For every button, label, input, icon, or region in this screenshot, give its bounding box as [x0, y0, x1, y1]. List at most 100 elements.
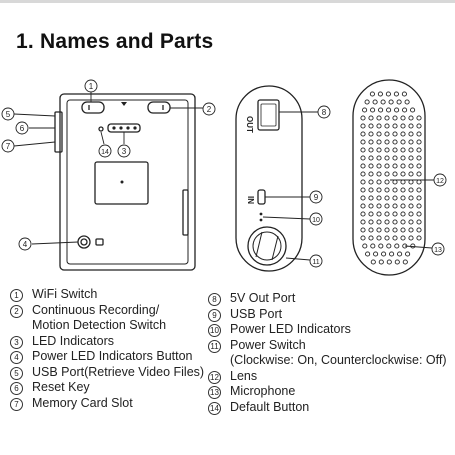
mic-hole	[392, 155, 398, 161]
callout-number: 13	[434, 247, 442, 254]
mic-hole	[386, 107, 392, 113]
mic-hole	[400, 147, 406, 153]
mic-hole	[416, 123, 422, 129]
mic-hole	[392, 139, 398, 145]
mic-hole	[393, 91, 399, 97]
mic-hole	[416, 219, 422, 225]
callout-line	[262, 216, 311, 220]
mic-hole	[368, 203, 374, 209]
mic-hole	[408, 211, 414, 217]
mic-hole	[360, 227, 366, 233]
mic-hole	[360, 171, 366, 177]
mic-hole	[410, 107, 416, 113]
callouts: 1 2 5 6 7 14 3 4 8 9 10 11 12 13	[1, 79, 447, 268]
legend-label: Memory Card Slot	[32, 395, 133, 410]
mic-hole	[402, 107, 408, 113]
mic-hole	[376, 187, 382, 193]
legend-item: 7 Memory Card Slot	[10, 396, 215, 412]
mic-hole	[360, 123, 366, 129]
in-label: IN	[246, 196, 255, 204]
mic-hole	[365, 251, 371, 257]
mic-hole	[384, 115, 390, 121]
legend-number: 5	[10, 366, 23, 380]
mic-hole	[408, 227, 414, 233]
mic-hole	[400, 163, 406, 169]
page-title: 1. Names and Parts	[16, 30, 214, 53]
mic-hole	[400, 123, 406, 129]
callout-number: 14	[101, 149, 109, 156]
mic-hole	[376, 155, 382, 161]
mic-hole	[410, 243, 416, 249]
mic-hole	[362, 243, 368, 249]
mic-hole	[408, 203, 414, 209]
mic-hole	[400, 235, 406, 241]
mic-hole	[400, 195, 406, 201]
legend-number: 8	[208, 293, 221, 306]
mic-hole	[370, 107, 376, 113]
callout-marker-3: 3	[117, 144, 131, 158]
front-inner-body	[66, 99, 189, 265]
legend-item: 8 5V Out Port	[208, 291, 453, 307]
mic-hole	[408, 123, 414, 129]
callout-marker-7: 7	[1, 139, 15, 153]
mic-hole	[416, 179, 422, 185]
mic-hole	[400, 115, 406, 121]
mic-hole	[381, 251, 387, 257]
mic-hole	[368, 131, 374, 137]
callout-marker-10: 10	[309, 212, 323, 226]
callout-marker-9: 9	[309, 190, 323, 204]
mic-hole	[384, 211, 390, 217]
mic-hole	[400, 139, 406, 145]
legend-number: 7	[10, 397, 23, 411]
mic-hole	[376, 131, 382, 137]
mic-hole	[416, 187, 422, 193]
mic-hole	[416, 139, 422, 145]
mic-hole	[392, 211, 398, 217]
callout-line	[285, 257, 311, 261]
legend-label: Continuous Recording/ Motion Detection S…	[32, 302, 167, 333]
mic-hole	[360, 163, 366, 169]
power-switch-ridge	[255, 231, 263, 258]
led-dot	[126, 126, 130, 130]
callout-line	[13, 141, 56, 147]
legend-label: LED Indicators	[32, 333, 114, 348]
mic-hole	[376, 219, 382, 225]
mic-hole	[402, 259, 408, 265]
legend-number: 6	[10, 382, 23, 395]
legend-number: 4	[10, 351, 23, 364]
led-dot	[119, 126, 123, 130]
mic-hole	[377, 91, 383, 97]
mic-hole	[394, 259, 400, 265]
mic-hole	[408, 163, 414, 169]
legend-number: 1	[10, 289, 23, 302]
callout-number: 12	[436, 178, 444, 185]
power-led-marker	[95, 238, 104, 246]
mic-hole	[376, 171, 382, 177]
default-button	[98, 126, 104, 132]
mic-hole	[368, 139, 374, 145]
mic-hole	[400, 155, 406, 161]
mic-hole	[400, 227, 406, 233]
microphone-grille	[360, 91, 422, 265]
callout-marker-6: 6	[15, 121, 29, 135]
mic-hole	[376, 235, 382, 241]
callout-number: 9	[314, 193, 319, 202]
legend-label: Reset Key	[32, 380, 90, 394]
out-label: OUT	[245, 116, 254, 133]
legend-label: 5V Out Port	[230, 291, 296, 305]
usb-port-slot	[54, 111, 63, 153]
mic-hole	[364, 99, 370, 105]
mic-hole	[368, 147, 374, 153]
5v-out-port-inner	[260, 103, 277, 127]
mic-hole	[392, 171, 398, 177]
power-switch-dial	[247, 226, 287, 266]
mic-hole	[360, 219, 366, 225]
mic-hole	[384, 147, 390, 153]
callout-marker-12: 12	[433, 173, 447, 187]
mic-hole	[360, 115, 366, 121]
device-back-view	[352, 79, 426, 276]
callout-marker-4: 4	[18, 237, 32, 251]
